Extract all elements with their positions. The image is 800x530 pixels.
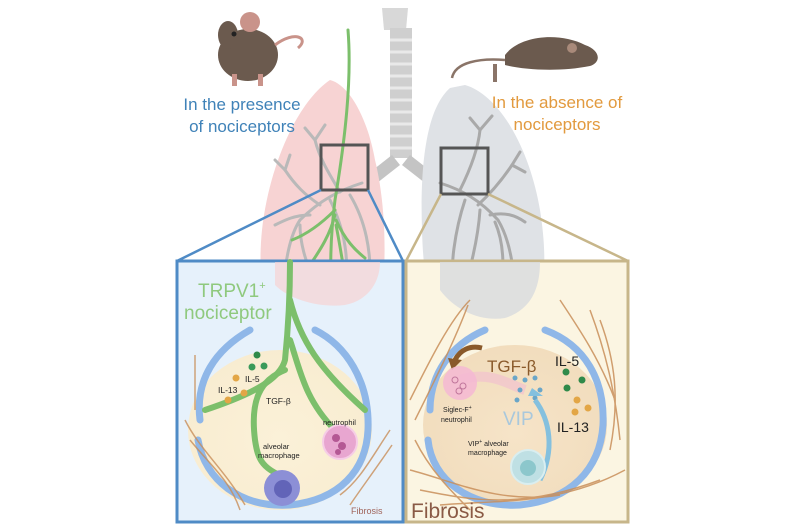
il5-dot: [578, 376, 586, 384]
mouse-lying-icon: [450, 37, 598, 82]
right-zoom-panel: Siglec-F+ neutrophil TGF-β VIP IL-5 IL-1…: [404, 259, 630, 524]
il13-dot: [240, 389, 248, 397]
fibrosis-label-right: Fibrosis: [411, 500, 485, 523]
vip-macrophage-label-line1: VIP+ alveolar: [468, 439, 509, 448]
il13-dot: [224, 396, 232, 404]
vip-macrophage-label-line2: macrophage: [468, 450, 507, 457]
nociceptor-fiber-box: [202, 259, 368, 483]
projection-line-left-a: [176, 188, 322, 263]
il5-dot: [260, 362, 268, 370]
left-zoom-panel: IL-5 IL-13 TGF-β neutrophil alveolar mac…: [175, 259, 405, 524]
mouse-sitting-icon: [218, 12, 304, 86]
fibrosis-fibers-right: [409, 299, 626, 511]
il5-dot: [563, 384, 571, 392]
tgf-label-right: TGF-β: [487, 357, 537, 376]
vip-dots: [512, 375, 543, 403]
il13-dot: [232, 374, 240, 382]
neutrophil-label: neutrophil: [323, 418, 356, 427]
neutrophil-cell: [322, 424, 358, 460]
il5-dot: [248, 363, 256, 371]
trpv1-label: TRPV1+: [198, 280, 266, 302]
vip-arrowhead: [528, 388, 543, 396]
projection-line-left-b: [366, 189, 405, 262]
tgf-arrow: [452, 344, 483, 362]
vip-alveolar-macrophage-cell: [510, 449, 546, 485]
alveolar-macrophage-cell: [264, 470, 300, 506]
left-lung: [260, 80, 385, 310]
il13-label-right: IL-13: [557, 419, 589, 435]
siglec-label-line2: neutrophil: [441, 417, 472, 424]
right-caption-line1: In the absence of: [492, 93, 623, 112]
left-caption-line2: of nociceptors: [189, 117, 295, 136]
il13-dot: [573, 396, 581, 404]
il5-dot: [253, 351, 261, 359]
il13-dot: [584, 404, 592, 412]
fibrosis-fibers-left: [184, 355, 393, 511]
macrophage-label-line1: alveolar: [263, 442, 290, 451]
siglec-label-line1: Siglec-F+: [443, 405, 472, 414]
fibrosis-label-left: Fibrosis: [351, 506, 383, 516]
right-caption-line2: nociceptors: [514, 115, 601, 134]
left-caption-line1: In the presence: [183, 95, 300, 114]
zoom-square-right: [439, 146, 490, 196]
tgf-label-left: TGF-β: [266, 396, 291, 406]
nociceptor-label: nociceptor: [184, 303, 272, 324]
il5-dot: [562, 368, 570, 376]
il13-label-left: IL-13: [218, 385, 238, 395]
il13-dot: [571, 408, 579, 416]
il5-label-right: IL-5: [555, 353, 579, 369]
projection-line-right-a: [404, 193, 443, 262]
macrophage-label-line2: macrophage: [258, 451, 300, 460]
projection-line-right-b: [487, 192, 629, 263]
il5-label-left: IL-5: [245, 374, 260, 384]
vip-label: VIP: [503, 409, 534, 430]
zoom-square-left: [319, 143, 370, 192]
tgf-arrowhead: [448, 358, 462, 370]
